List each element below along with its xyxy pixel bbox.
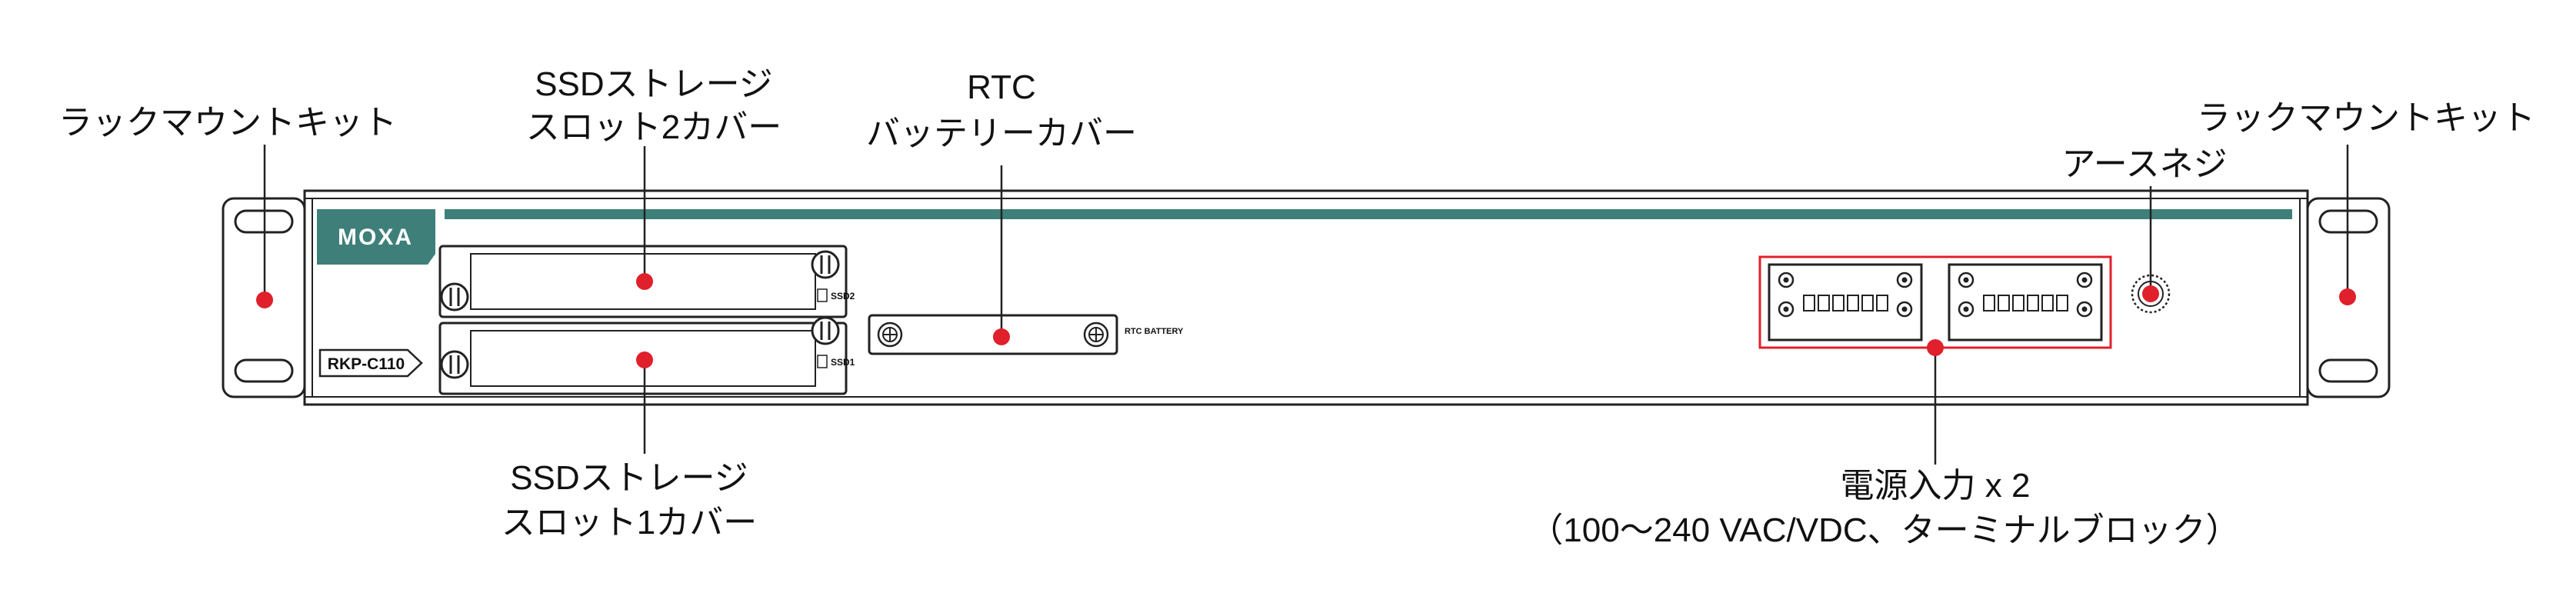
screw-icon [1958, 272, 1974, 288]
label-rack-mount-right: ラックマウントキット [2197, 99, 2535, 137]
label-rack-mount-left: ラックマウントキット [58, 104, 397, 142]
screw-icon [1778, 301, 1795, 318]
callout-dot-ground [2142, 285, 2159, 302]
brand-logo: MOXA [317, 209, 435, 265]
screw-icon [877, 321, 903, 348]
label-ssd-slot1-line1: SSDストレージ [510, 459, 748, 497]
screw-icon [1083, 321, 1109, 348]
screw-icon [1896, 272, 1913, 288]
label-ssd-slot2-line1: SSDストレージ [535, 65, 773, 103]
rtc-battery-cover [868, 314, 1118, 355]
label-ssd-slot2-line2: スロット2カバー [526, 108, 781, 146]
thumbscrew-icon [811, 316, 840, 345]
callout-dot-rack-right [2339, 288, 2356, 305]
callout-markers [256, 145, 2356, 465]
model-label: RKP-C110 [318, 348, 423, 378]
rack-ear-right-slot-bottom [2318, 358, 2378, 383]
callout-dot-rack-left [256, 292, 273, 308]
power-input-block-2 [1948, 263, 2103, 341]
terminal-pins [1983, 295, 2068, 311]
accent-stripe [445, 209, 2292, 219]
ssd2-tag-text: SSD2 [831, 291, 855, 301]
thumbscrew-icon [440, 282, 469, 311]
label-rtc-line1: RTC [967, 68, 1036, 106]
label-power-input-line2: （100～240 VAC/VDC、ターミナルブロック） [1529, 511, 2239, 549]
rtc-tag-text: RTC BATTERY [1125, 327, 1184, 336]
terminal-pins [1803, 295, 1888, 311]
label-rtc-line2: バッテリーカバー [866, 115, 1137, 152]
power-input-block-1 [1768, 263, 1923, 341]
screw-icon [1896, 301, 1913, 318]
callout-dot-rtc [993, 328, 1010, 345]
ssd2-tag: SSD2 [817, 288, 855, 302]
drive-icon [817, 288, 828, 302]
rack-ear-left-slot-bottom [234, 358, 294, 383]
brand-logo-text: MOXA [338, 225, 413, 250]
callout-dot-ssd2 [636, 273, 653, 290]
screw-icon [1958, 301, 1974, 318]
drive-icon [817, 355, 828, 368]
label-ground-screw: アースネジ [2061, 145, 2227, 183]
callout-dot-ssd1 [636, 351, 653, 368]
thumbscrew-icon [811, 250, 840, 279]
screw-icon [1778, 272, 1795, 288]
model-label-text: RKP-C110 [328, 355, 405, 373]
label-ssd-slot1-line2: スロット1カバー [502, 504, 757, 541]
callout-dot-power [1927, 339, 1944, 356]
label-power-input-line1: 電源入力 x 2 [1841, 467, 2031, 505]
screw-icon [2076, 301, 2093, 318]
ssd1-tag: SSD1 [817, 355, 855, 368]
screw-icon [2076, 272, 2093, 288]
thumbscrew-icon [440, 350, 469, 379]
ssd1-tag-text: SSD1 [831, 357, 855, 368]
